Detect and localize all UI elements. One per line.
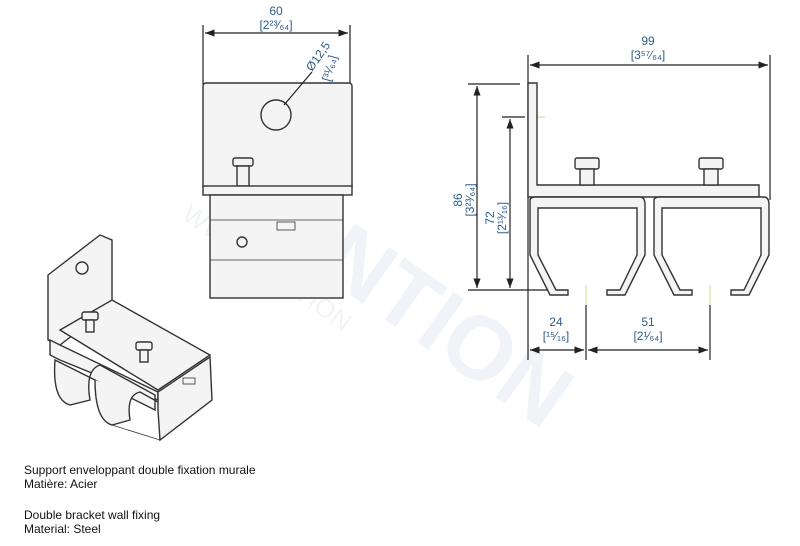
overall-width-dimension-inch: [3⁵⁷⁄₆₄] [631, 48, 665, 62]
caption-french: Support enveloppant double fixation mura… [24, 463, 256, 491]
offset-dimension-inch: [¹⁵⁄₁₆] [543, 329, 570, 343]
height-dimension-inch: [3²³⁄₆₄] [463, 183, 477, 216]
caption-english-title: Double bracket wall fixing [24, 508, 161, 522]
logo-mark [276, 221, 296, 231]
width-dimension: 60 [269, 4, 283, 18]
width-dimension-inch: [2²³⁄₆₄] [259, 18, 292, 32]
overall-width-dimension: 99 [641, 34, 655, 48]
spacing-dimension-inch: [2¹⁄₆₄] [633, 329, 662, 343]
caption-french-title: Support enveloppant double fixation mura… [24, 463, 256, 477]
caption-french-material: Matière: Acier [24, 477, 98, 491]
hole-dimension-inch: [³¹⁄₆₄] [319, 54, 339, 83]
offset-dimension: 24 [549, 315, 563, 329]
spacing-dimension: 51 [641, 315, 655, 329]
isometric-view [47, 234, 213, 442]
front-view: 60 [2²³⁄₆₄] Ø12,5 [³¹⁄₆₄] [202, 4, 353, 299]
caption-english-material: Material: Steel [24, 522, 101, 536]
height-dimension: 86 [451, 193, 465, 207]
side-view: 99 [3⁵⁷⁄₆₄] 86 [3²³⁄₆₄] 72 [2¹³⁄₁₆] 24 [… [451, 34, 771, 360]
caption-english: Double bracket wall fixing Material: Ste… [24, 508, 160, 536]
rail-height-dimension: 72 [483, 211, 497, 225]
rail-height-dimension-inch: [2¹³⁄₁₆] [495, 202, 509, 234]
